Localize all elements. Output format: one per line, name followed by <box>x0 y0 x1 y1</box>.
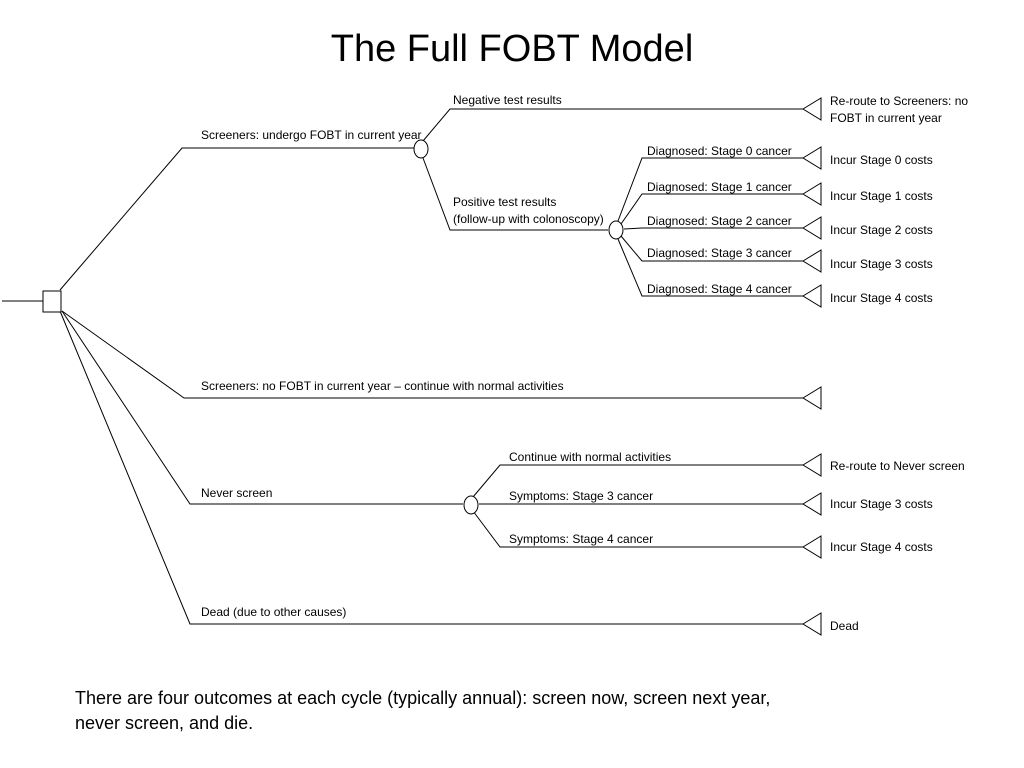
terminal-node <box>802 612 822 636</box>
terminal-node <box>802 386 822 410</box>
outcome-never-cost4: Incur Stage 4 costs <box>830 540 933 554</box>
label-positive-line1: Positive test results <box>453 195 556 209</box>
terminal-node <box>802 249 822 273</box>
branch-dead <box>59 310 804 625</box>
label-dead-other: Dead (due to other causes) <box>201 605 346 619</box>
terminal-node <box>802 146 822 170</box>
terminal-node <box>802 182 822 206</box>
branch-stage1 <box>620 193 804 225</box>
terminal-node <box>802 216 822 240</box>
outcome-cost1: Incur Stage 1 costs <box>830 189 933 203</box>
terminal-node <box>802 535 822 559</box>
branch-never-screen <box>61 310 463 505</box>
branch-stage4 <box>617 238 804 297</box>
branch-no-fobt <box>61 310 804 399</box>
terminal-nodes <box>802 97 822 636</box>
branch-stage2 <box>623 227 804 230</box>
label-stage0: Diagnosed: Stage 0 cancer <box>647 144 792 158</box>
branch-negative <box>422 108 804 142</box>
branch-symptoms4 <box>472 510 804 548</box>
terminal-node <box>802 284 822 308</box>
label-stage2: Diagnosed: Stage 2 cancer <box>647 214 792 228</box>
label-no-fobt: Screeners: no FOBT in current year – con… <box>201 379 564 393</box>
branch-positive <box>422 157 608 231</box>
label-negative: Negative test results <box>453 93 562 107</box>
label-stage3: Diagnosed: Stage 3 cancer <box>647 246 792 260</box>
outcome-reroute-screeners-line1: Re-route to Screeners: no <box>830 94 968 108</box>
page-title: The Full FOBT Model <box>330 28 694 70</box>
branch-stage0 <box>617 157 804 222</box>
label-symptoms4: Symptoms: Stage 4 cancer <box>509 532 653 546</box>
decision-tree: Screeners: undergo FOBT in current year … <box>2 93 968 636</box>
label-stage1: Diagnosed: Stage 1 cancer <box>647 180 792 194</box>
label-continue-normal: Continue with normal activities <box>509 450 671 464</box>
decision-node <box>42 290 62 313</box>
branch-stage3 <box>620 235 804 262</box>
outcome-reroute-screeners-line2: FOBT in current year <box>830 111 942 125</box>
branch-screeners-fobt <box>59 147 414 291</box>
branch-continue <box>472 464 804 498</box>
outcome-cost0: Incur Stage 0 costs <box>830 153 933 167</box>
label-stage4: Diagnosed: Stage 4 cancer <box>647 282 792 296</box>
outcome-never-cost3: Incur Stage 3 costs <box>830 497 933 511</box>
chance-node-never <box>463 495 479 515</box>
outcome-dead: Dead <box>830 619 859 633</box>
tree-lines <box>2 108 804 625</box>
chance-node-screeners <box>413 139 429 159</box>
label-never-screen: Never screen <box>201 486 272 500</box>
terminal-node <box>802 453 822 477</box>
outcome-cost4: Incur Stage 4 costs <box>830 291 933 305</box>
label-screeners-fobt: Screeners: undergo FOBT in current year <box>201 128 422 142</box>
label-symptoms3: Symptoms: Stage 3 cancer <box>509 489 653 503</box>
chance-node-positive <box>608 220 624 240</box>
outcome-reroute-never: Re-route to Never screen <box>830 459 965 473</box>
label-positive-line2: (follow-up with colonoscopy) <box>453 212 604 226</box>
outcome-cost3: Incur Stage 3 costs <box>830 257 933 271</box>
caption-text: There are four outcomes at each cycle (t… <box>75 688 771 733</box>
outcome-cost2: Incur Stage 2 costs <box>830 223 933 237</box>
terminal-node <box>802 492 822 516</box>
terminal-node <box>802 97 822 121</box>
